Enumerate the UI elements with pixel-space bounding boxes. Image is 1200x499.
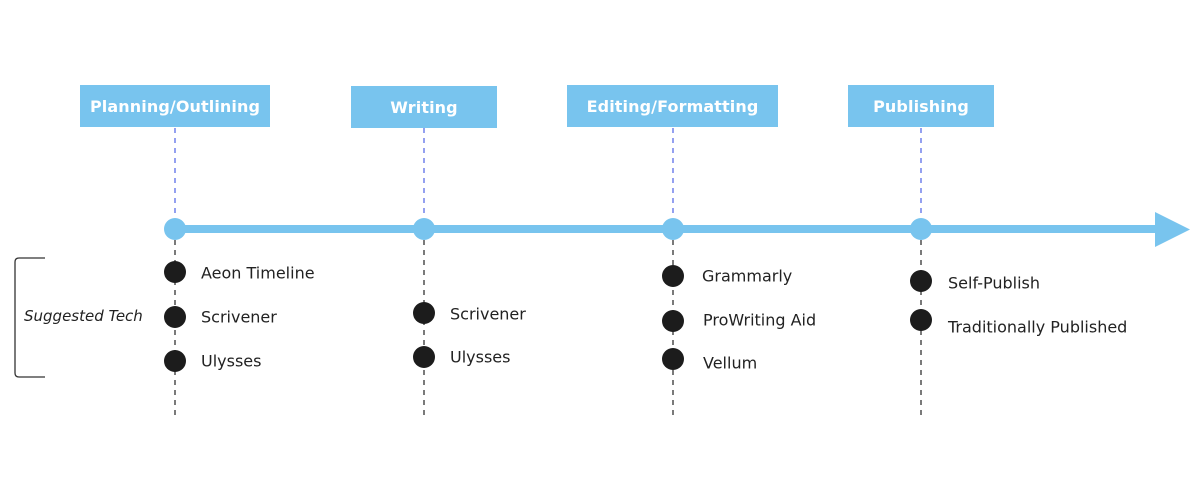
tool-dot <box>662 310 684 332</box>
tool-label: Ulysses <box>450 347 511 367</box>
timeline-arrowhead <box>1155 212 1190 247</box>
milestone-node <box>164 218 186 240</box>
tool-label: ProWriting Aid <box>703 310 817 330</box>
phase-box-editing: Editing/Formatting <box>567 85 778 127</box>
tool-label: Self-Publish <box>948 273 1041 293</box>
tool-dot <box>662 348 684 370</box>
tool-dot <box>413 302 435 324</box>
suggested-tech-bracket <box>14 257 45 378</box>
phase-label-publishing: Publishing <box>873 96 969 116</box>
tool-label: Grammarly <box>702 266 793 286</box>
tool-dot <box>413 346 435 368</box>
suggested-tech-label: Suggested Tech <box>24 307 143 325</box>
milestone-node <box>662 218 684 240</box>
phase-box-planning: Planning/Outlining <box>80 85 270 127</box>
milestone-node <box>910 218 932 240</box>
tool-dot <box>164 306 186 328</box>
tool-dot <box>164 261 186 283</box>
phase-box-writing: Writing <box>351 86 497 128</box>
tool-label: Scrivener <box>201 307 277 327</box>
phase-label-planning: Planning/Outlining <box>89 96 261 116</box>
tool-dot <box>662 265 684 287</box>
tool-dot <box>910 309 932 331</box>
tool-dot <box>164 350 186 372</box>
tool-label: Traditionally Published <box>948 317 1128 337</box>
tool-label: Aeon Timeline <box>201 263 315 283</box>
milestone-node <box>413 218 435 240</box>
tool-label: Scrivener <box>450 304 526 324</box>
phase-label-editing: Editing/Formatting <box>586 96 759 116</box>
phase-box-publishing: Publishing <box>848 85 994 127</box>
tool-label: Ulysses <box>201 351 262 371</box>
phase-label-writing: Writing <box>390 97 458 117</box>
tool-label: Vellum <box>703 353 758 373</box>
tool-dot <box>910 270 932 292</box>
